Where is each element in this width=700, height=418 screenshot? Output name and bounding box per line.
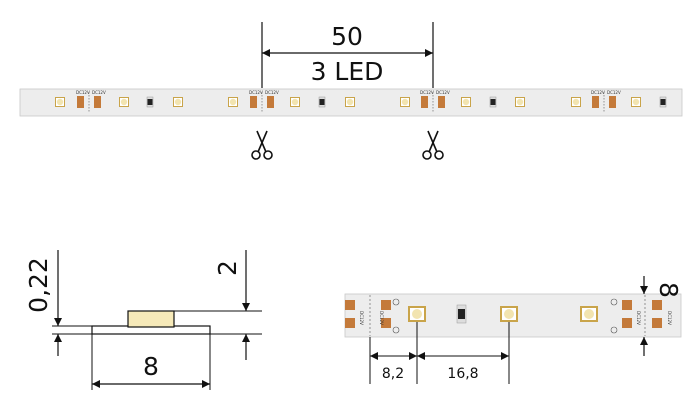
width-value: 8 (143, 352, 159, 381)
top-strip-led-2 (119, 97, 129, 107)
top-strip-resistor-3 (489, 96, 497, 108)
detail-pad-right-label-2: DC12V (667, 311, 672, 325)
pitch-value: 50 (331, 22, 363, 51)
cut-pad-2-label-left: DC12V (249, 90, 263, 95)
top-strip: DC12V DC12V DC12V DC12V DC12V DC12V DC12… (19, 88, 683, 117)
top-strip-led-4 (228, 97, 238, 107)
top-strip-led-8 (461, 97, 471, 107)
strip-width-value: 8 (654, 282, 683, 298)
cut-pad-2: DC12V DC12V (249, 90, 279, 113)
top-strip-led-6 (345, 97, 355, 107)
cut-pad-2-label-right: DC12V (265, 90, 279, 95)
detail-led-3 (580, 306, 598, 322)
detail-pad-right-label: DC12V (636, 311, 641, 325)
cut-pad-3: DC12V DC12V (420, 90, 450, 113)
detail-led-1 (408, 306, 426, 322)
cut-pad-4-label-right: DC12V (607, 90, 621, 95)
cut-pad-3-label-right: DC12V (436, 90, 450, 95)
detail-pad-right: DC12V DC12V (610, 295, 672, 336)
detail-pad-left: DC12V DC12V (345, 295, 400, 336)
top-strip-led-5 (290, 97, 300, 107)
top-strip-led-7 (400, 97, 410, 107)
cut-pad-4: DC12V DC12V (591, 90, 621, 113)
pitch-dimension: 50 3 LED (261, 22, 434, 88)
strip-detail: DC12V DC12V (344, 276, 683, 384)
detail-led-2 (500, 306, 518, 322)
top-strip-led-9 (515, 97, 525, 107)
top-strip-led-3 (173, 97, 183, 107)
pitch-led-count: 3 LED (311, 57, 384, 86)
top-strip-led-11 (631, 97, 641, 107)
top-strip-resistor-2 (318, 96, 326, 108)
scissors-icon (422, 130, 444, 160)
cut-pad-1-label-right: DC12V (92, 90, 106, 95)
detail-pad-left-label-2: DC12V (379, 311, 384, 325)
detail-pad-left-label: DC12V (359, 311, 364, 325)
top-strip-resistor-4 (659, 96, 667, 108)
scissors-icon (251, 130, 273, 160)
top-strip-led-1 (55, 97, 65, 107)
detail-resistor (456, 304, 467, 324)
top-strip-resistor-1 (146, 96, 154, 108)
total-height-value: 2 (213, 260, 242, 276)
cut-pad-3-label-left: DC12V (420, 90, 434, 95)
cut-pad-1-label-left: DC12V (76, 90, 90, 95)
cut-pad-4-label-left: DC12V (591, 90, 605, 95)
cut-pad-1: DC12V DC12V (76, 90, 106, 113)
led-pitch-value: 16,8 (447, 366, 478, 382)
pcb-thickness-value: 0,22 (24, 257, 53, 313)
cross-section: 0,22 2 8 (24, 250, 262, 390)
top-strip-led-10 (571, 97, 581, 107)
edge-to-led-value: 8,2 (382, 366, 404, 382)
cross-section-led (127, 310, 175, 328)
